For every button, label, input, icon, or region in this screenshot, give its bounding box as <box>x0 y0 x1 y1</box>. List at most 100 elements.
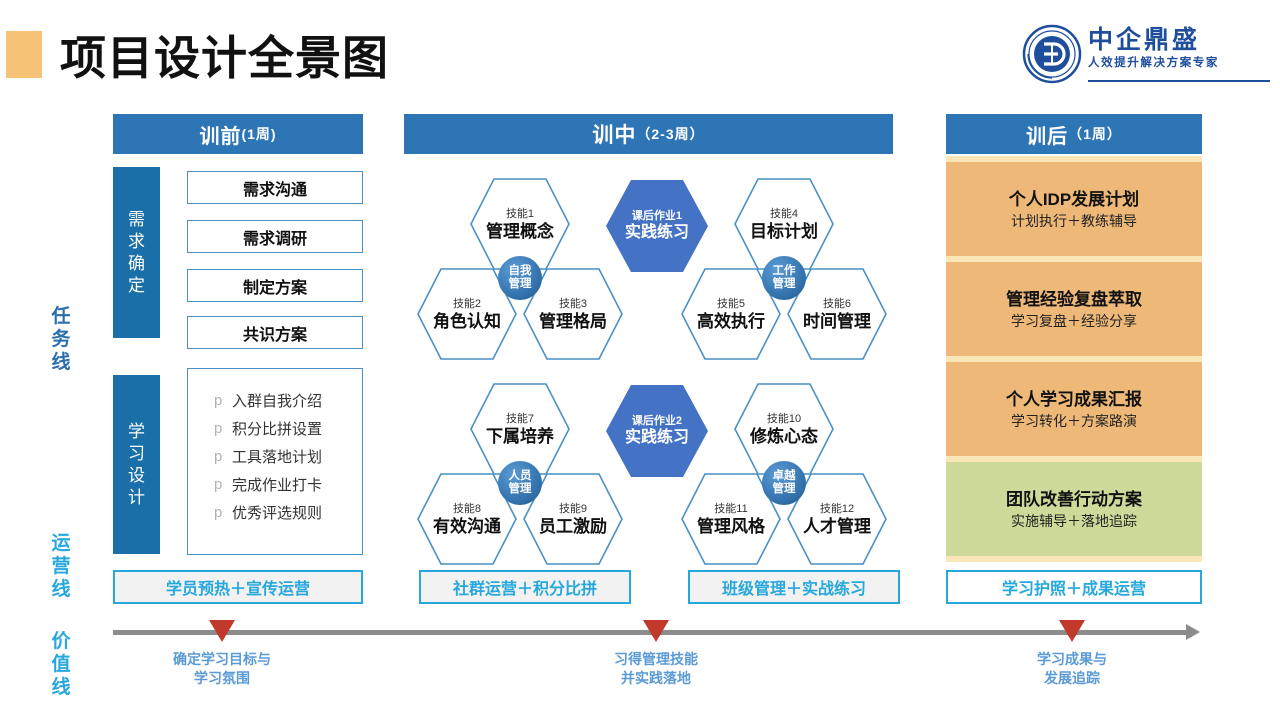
learning-item-label: 优秀评选规则 <box>232 504 323 522</box>
homework-name: 实践练习 <box>624 429 689 446</box>
post-card-title: 个人学习成果汇报 <box>1006 389 1142 409</box>
post-card-subtitle: 学习复盘＋经验分享 <box>1011 312 1137 329</box>
cluster-hub-people-management: 人员 管理 <box>498 461 542 505</box>
skill-name: 角色认知 <box>433 311 501 331</box>
demand-item-2[interactable]: 需求调研 <box>187 220 363 253</box>
learning-tab-char-4: 计 <box>128 487 145 507</box>
post-card-title: 管理经验复盘萃取 <box>1006 289 1142 309</box>
skill-hexagon-6[interactable]: 技能6 时间管理 <box>785 266 889 362</box>
skill-hexagon-9[interactable]: 技能9 员工激励 <box>521 471 625 567</box>
skill-hexagon-5[interactable]: 技能5 高效执行 <box>679 266 783 362</box>
list-item[interactable]: p 工具落地计划 <box>214 442 362 470</box>
skill-hexagon-4[interactable]: 技能4 目标计划 <box>732 176 836 272</box>
post-card-4[interactable]: 团队改善行动方案 实施辅导＋落地追踪 <box>946 462 1202 556</box>
demand-tab-char-2: 求 <box>128 231 145 251</box>
post-card-1[interactable]: 个人IDP发展计划 计划执行＋教练辅导 <box>946 162 1202 256</box>
ops-strip-pre[interactable]: 学员预热＋宣传运营 <box>113 570 363 604</box>
ops-line-char-1: 运 <box>51 533 71 554</box>
logo-underline <box>1088 80 1270 82</box>
skill-number: 技能4 <box>769 207 799 220</box>
hub-line-2: 管理 <box>508 483 532 495</box>
homework-hexagon-1[interactable]: 课后作业1 实践练习 <box>605 179 709 273</box>
task-line-char-1: 任 <box>51 306 71 327</box>
skill-name: 修炼心态 <box>750 426 818 446</box>
skill-number: 技能7 <box>505 412 535 425</box>
skill-name: 管理风格 <box>697 516 765 536</box>
timeline-label-3: 学习成果与 发展追踪 <box>982 650 1162 688</box>
demand-item-4[interactable]: 共识方案 <box>187 316 363 349</box>
ops-strip-mid-1[interactable]: 社群运营＋积分比拼 <box>419 570 631 604</box>
skill-name: 管理概念 <box>486 221 554 241</box>
hub-line-2: 管理 <box>772 483 796 495</box>
demand-item-1[interactable]: 需求沟通 <box>187 171 363 204</box>
page-title: 项目设计全景图 <box>60 32 389 84</box>
skill-number: 技能6 <box>822 297 852 310</box>
demand-tab-char-4: 定 <box>128 275 145 295</box>
skill-number: 技能8 <box>452 502 482 515</box>
list-item[interactable]: p 完成作业打卡 <box>214 470 362 498</box>
hub-line-1: 卓越 <box>772 470 796 482</box>
skill-hexagon-3[interactable]: 技能3 管理格局 <box>521 266 625 362</box>
timeline-label-line-1: 确定学习目标与 <box>173 651 271 667</box>
skill-name: 目标计划 <box>750 221 818 241</box>
hub-line-1: 自我 <box>508 265 532 277</box>
list-bullet-icon: p <box>214 475 223 493</box>
cluster-hub-work-management: 工作 管理 <box>762 256 806 300</box>
list-bullet-icon: p <box>214 391 223 409</box>
logo-tagline: 人效提升解决方案专家 <box>1088 57 1219 69</box>
skill-number: 技能9 <box>558 502 588 515</box>
timeline-label-2: 习得管理技能 并实践落地 <box>566 650 746 688</box>
demand-item-3[interactable]: 制定方案 <box>187 269 363 302</box>
skill-number: 技能2 <box>452 297 482 310</box>
timeline-label-line-1: 习得管理技能 <box>614 651 698 667</box>
skill-number: 技能10 <box>766 412 802 425</box>
learning-item-label: 工具落地计划 <box>232 448 323 466</box>
skill-hexagon-11[interactable]: 技能11 管理风格 <box>679 471 783 567</box>
list-item[interactable]: p 入群自我介绍 <box>214 386 362 414</box>
phase-header-post: 训后（1周） <box>946 114 1202 154</box>
post-card-2[interactable]: 管理经验复盘萃取 学习复盘＋经验分享 <box>946 262 1202 356</box>
skill-hexagon-7[interactable]: 技能7 下属培养 <box>468 381 572 477</box>
timeline-label-line-2: 学习氛围 <box>194 670 250 686</box>
ops-strip-post[interactable]: 学习护照＋成果运营 <box>946 570 1202 604</box>
hub-line-1: 人员 <box>508 470 532 482</box>
skill-name: 高效执行 <box>697 311 765 331</box>
skill-hexagon-1[interactable]: 技能1 管理概念 <box>468 176 572 272</box>
ops-line-char-3: 线 <box>51 579 71 600</box>
list-bullet-icon: p <box>214 419 223 437</box>
task-line-char-3: 线 <box>51 352 71 373</box>
skill-name: 有效沟通 <box>433 516 501 536</box>
timeline-arrow-icon <box>1186 624 1200 640</box>
post-card-3[interactable]: 个人学习成果汇报 学习转化＋方案路演 <box>946 362 1202 456</box>
learning-item-label: 积分比拼设置 <box>232 420 323 438</box>
value-line-char-1: 价 <box>51 631 71 652</box>
skill-number: 技能12 <box>819 502 855 515</box>
skill-name: 管理格局 <box>539 311 607 331</box>
timeline-marker-1 <box>209 620 235 642</box>
skill-hexagon-12[interactable]: 技能12 人才管理 <box>785 471 889 567</box>
phase-mid-title: 训中 <box>592 124 637 147</box>
skill-hexagon-10[interactable]: 技能10 修炼心态 <box>732 381 836 477</box>
post-card-subtitle: 计划执行＋教练辅导 <box>1011 212 1137 229</box>
logo-emblem-icon <box>1022 24 1082 84</box>
skill-name: 下属培养 <box>486 426 554 446</box>
list-item[interactable]: p 积分比拼设置 <box>214 414 362 442</box>
list-item[interactable]: p 优秀评选规则 <box>214 498 362 526</box>
skill-hexagon-8[interactable]: 技能8 有效沟通 <box>415 471 519 567</box>
ops-strip-mid-2[interactable]: 班级管理＋实战练习 <box>688 570 900 604</box>
cluster-hub-excellence-management: 卓越 管理 <box>762 461 806 505</box>
timeline-label-line-2: 发展追踪 <box>1044 670 1100 686</box>
phase-post-title: 训后 <box>1026 125 1069 148</box>
skill-number: 技能5 <box>716 297 746 310</box>
company-logo: 中企鼎盛 人效提升解决方案专家 <box>1022 22 1272 88</box>
skill-name: 时间管理 <box>803 311 871 331</box>
list-bullet-icon: p <box>214 447 223 465</box>
learning-item-label: 入群自我介绍 <box>232 392 323 410</box>
value-line-char-2: 值 <box>51 654 71 675</box>
skill-hexagon-2[interactable]: 技能2 角色认知 <box>415 266 519 362</box>
post-card-subtitle: 实施辅导＋落地追踪 <box>1011 512 1137 529</box>
hub-line-2: 管理 <box>772 278 796 290</box>
homework-hexagon-2[interactable]: 课后作业2 实践练习 <box>605 384 709 478</box>
timeline-label-line-1: 学习成果与 <box>1037 651 1107 667</box>
